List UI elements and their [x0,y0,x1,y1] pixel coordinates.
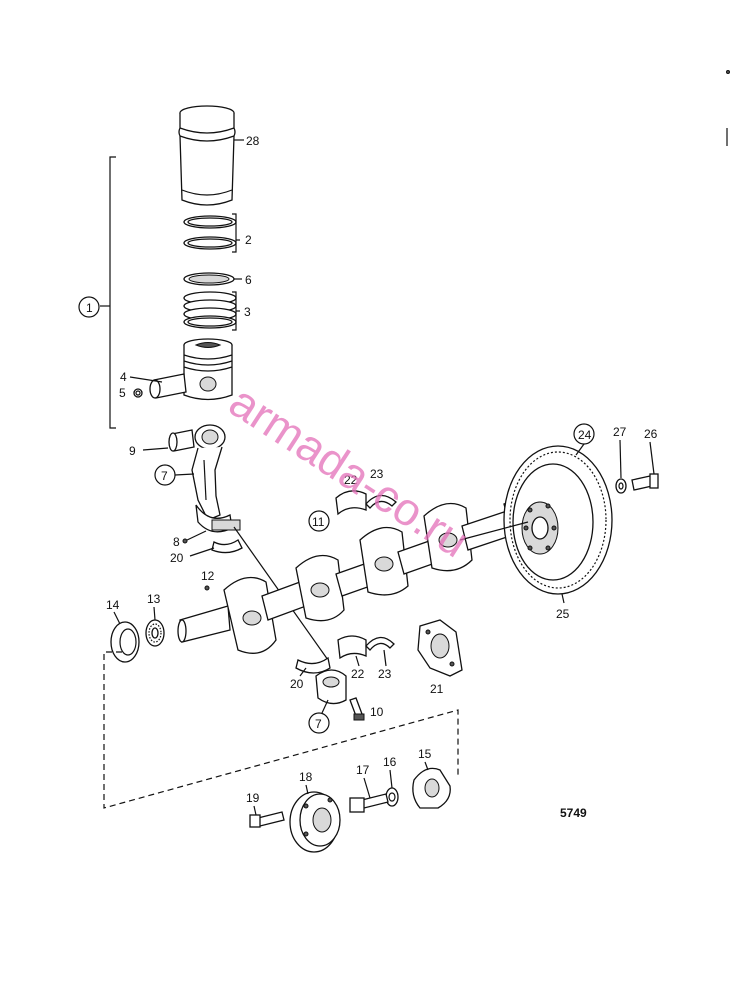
crankshaft [177,497,529,654]
flywheel [503,445,613,595]
pulley-screw [249,811,285,828]
cylinder-liner [178,105,236,206]
callout-7a: 7 [161,469,168,483]
callout-20a: 20 [170,551,184,565]
connecting-rod-cap [315,669,347,705]
piston-rings-compression [183,215,237,250]
callout-2: 2 [245,233,252,247]
callout-1: 1 [86,301,93,315]
callout-22a: 22 [344,473,358,487]
watermark: armada-co.ru [221,375,479,568]
spacer-ring [385,787,399,807]
connecting-rod [191,424,241,533]
front-seal [110,621,140,663]
callout-12: 12 [201,569,215,583]
rod-cap-bolt [349,697,365,721]
callout-6: 6 [245,273,252,287]
callout-28: 28 [246,134,260,148]
callout-21: 21 [430,682,444,696]
piston [183,338,233,401]
flywheel-bolt [631,473,659,491]
connecting-rod-bushing [168,429,195,452]
callout-14: 14 [106,598,120,612]
thrust-washer-upper [365,494,397,509]
callout-9: 9 [129,444,136,458]
callout-19: 19 [246,791,260,805]
callout-10: 10 [370,705,384,719]
callout-4: 4 [120,370,127,384]
crankshaft-pulley [289,791,341,853]
main-bearing-shell-upper [335,490,367,516]
callout-7b: 7 [315,717,322,731]
piston-ring-6 [183,272,235,286]
callout-23a: 23 [370,467,384,481]
callout-26: 26 [644,427,658,441]
oil-control-rings [183,291,237,329]
callout-13: 13 [147,592,161,606]
callout-circle-1: 1 [78,296,100,318]
thrust-washer-lower [365,636,395,651]
callout-16: 16 [383,755,397,769]
callout-20b: 20 [290,677,304,691]
flywheel-washer [615,478,627,494]
callout-3: 3 [244,305,251,319]
crankshaft-gear [145,619,165,647]
drawing-number: 5749 [560,806,587,820]
callout-18: 18 [299,770,313,784]
main-bearing-cap [417,619,463,677]
callout-5: 5 [119,386,126,400]
vibration-damper-hub [412,767,451,809]
callout-27: 27 [613,425,627,439]
callout-8: 8 [173,535,180,549]
callout-15: 15 [418,747,432,761]
circlip [133,388,143,398]
callout-24: 24 [578,428,592,442]
main-bearing-shell-lower [337,635,367,660]
callout-17: 17 [356,763,370,777]
callout-23b: 23 [378,667,392,681]
pulley-bolt [349,793,389,813]
piston-pin [149,373,187,399]
rod-bearing-shell-upper [211,539,243,554]
callout-22b: 22 [351,667,365,681]
callout-25: 25 [556,607,570,621]
callout-11: 11 [312,515,325,529]
